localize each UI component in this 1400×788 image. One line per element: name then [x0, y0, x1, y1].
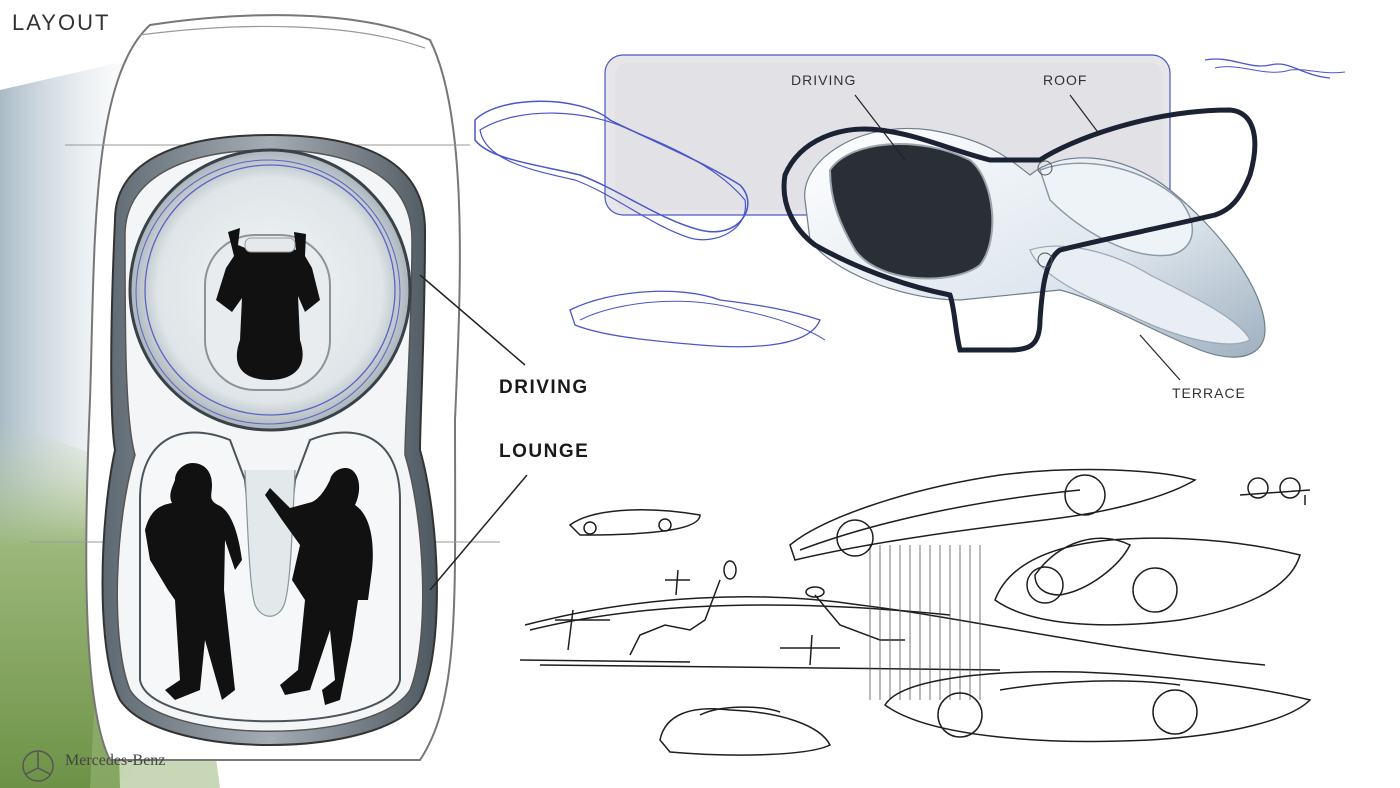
sketch-label-terrace: TERRACE — [1172, 385, 1246, 401]
label-lounge: LOUNGE — [499, 441, 590, 462]
page-title: LAYOUT — [12, 10, 111, 35]
sketch-label-roof: ROOF — [1043, 72, 1088, 88]
brand-name: Mercedes-Benz — [65, 752, 166, 769]
sketch-label-driving: DRIVING — [791, 72, 857, 88]
label-driving: DRIVING — [499, 377, 589, 398]
